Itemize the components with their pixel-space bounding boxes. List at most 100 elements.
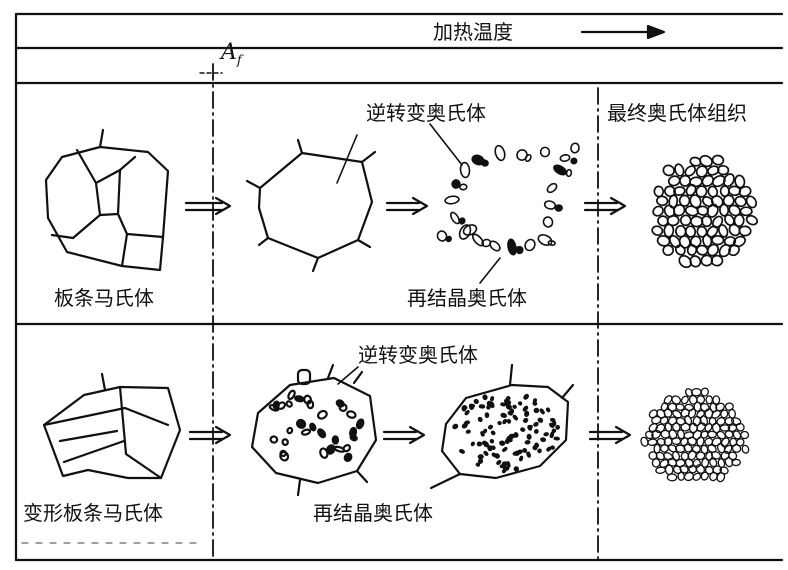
recrystallized-speck bbox=[538, 418, 543, 422]
recrystallized-speck bbox=[520, 456, 523, 460]
final-austenite-cell bbox=[739, 226, 751, 236]
reversed-austenite-dot bbox=[333, 436, 338, 443]
recrystallized-speck bbox=[535, 409, 539, 412]
recrystallized-speck bbox=[503, 420, 507, 424]
reversed-austenite-dot bbox=[317, 428, 327, 438]
final-austenite-cell bbox=[651, 225, 664, 237]
recrystallized-speck bbox=[465, 411, 469, 415]
reversed-austenite-dot bbox=[344, 453, 353, 462]
process-arrow-4 bbox=[190, 427, 230, 443]
column-divider-lines bbox=[213, 64, 598, 560]
fine-austenite-cell bbox=[660, 444, 669, 452]
final-austenite-cell bbox=[668, 175, 681, 187]
recrystallized-speck bbox=[540, 409, 544, 414]
af-symbol: A bbox=[221, 40, 237, 65]
recrystallized-speck bbox=[525, 412, 529, 417]
reversed-austenite-dot bbox=[317, 410, 328, 421]
recrystallized-speck bbox=[514, 467, 518, 471]
recrystallized-speck bbox=[497, 461, 501, 465]
recrystallized-speck bbox=[523, 406, 528, 411]
recrystallized-speck bbox=[508, 412, 512, 415]
austenite-grain bbox=[555, 205, 562, 212]
recrystallized-speck bbox=[470, 405, 474, 407]
process-arrow-2 bbox=[387, 198, 427, 214]
austenite-grain bbox=[516, 246, 523, 254]
austenite-grain bbox=[571, 158, 577, 164]
recryst-label-leader-1 bbox=[480, 258, 500, 283]
fine-austenite-cell bbox=[652, 459, 660, 468]
recrystallized-speck bbox=[508, 420, 511, 423]
reversed-austenite-grain bbox=[247, 135, 375, 271]
austenite-grain bbox=[523, 238, 536, 252]
recrystallized-speck bbox=[495, 454, 500, 459]
recrystallized-speck bbox=[460, 450, 464, 454]
recrystallized-speck bbox=[524, 418, 528, 422]
fine-austenite-cell bbox=[706, 396, 713, 404]
reversed-austenite-dot bbox=[282, 439, 288, 446]
recrystallized-speck bbox=[521, 428, 525, 431]
fine-austenite-cell bbox=[672, 437, 681, 444]
recrystallized-speck bbox=[503, 448, 507, 452]
recrystallized-speck bbox=[503, 462, 508, 465]
recrystallized-speck bbox=[490, 402, 494, 407]
final-austenite-cell bbox=[740, 207, 751, 215]
recrystallized-speck bbox=[523, 449, 527, 453]
austenite-grain bbox=[507, 239, 517, 256]
austenite-grain bbox=[560, 154, 570, 162]
recrystallized-speck bbox=[524, 394, 529, 399]
recrystallized-speck bbox=[555, 437, 559, 439]
recrystallized-speck bbox=[479, 459, 483, 463]
reversed-austenite-dot bbox=[307, 400, 313, 408]
austenite-grain bbox=[458, 217, 466, 225]
recrystallized-speck bbox=[519, 402, 522, 405]
recrystallized-speck bbox=[491, 446, 495, 449]
reversed-austenite-label-1: 逆转变奥氏体 bbox=[366, 103, 486, 123]
recrystallized-speck bbox=[491, 397, 493, 401]
recrystallized-speck bbox=[544, 433, 548, 436]
final-austenite-cell bbox=[720, 204, 729, 216]
fine-austenite-cell bbox=[681, 423, 690, 431]
fine-austenite-cell bbox=[667, 474, 677, 481]
reversed-austenite-dot bbox=[346, 410, 356, 418]
final-austenite-cell bbox=[712, 236, 724, 245]
reversed-austenite-dot bbox=[280, 450, 286, 456]
deformed-martensite-label: 变形板条马氏体 bbox=[23, 503, 163, 523]
fine-austenite-cell bbox=[741, 445, 749, 454]
austenite-grain bbox=[445, 195, 460, 204]
recrystallized-speck bbox=[528, 435, 531, 439]
fine-austenite-cell bbox=[656, 467, 666, 474]
recrystallized-speck bbox=[484, 442, 488, 447]
austenite-grain bbox=[524, 154, 532, 162]
fine-austenite-cell bbox=[665, 465, 673, 474]
austenite-grain bbox=[566, 169, 572, 176]
recrystallized-speck bbox=[483, 395, 487, 399]
recrystallized-austenite-label-2: 再结晶奥氏体 bbox=[313, 503, 433, 523]
recrystallized-speck bbox=[541, 438, 545, 441]
final-austenite-cell bbox=[656, 196, 668, 206]
process-arrow-1 bbox=[186, 198, 230, 214]
fine-austenite-cell bbox=[708, 431, 717, 437]
reversed-austenite-dot bbox=[349, 427, 356, 437]
recrystallized-speck bbox=[462, 423, 467, 428]
reversed-austenite-dot bbox=[356, 419, 365, 430]
reversed-austenite-dot bbox=[325, 444, 336, 455]
recrystallized-speck bbox=[547, 408, 550, 412]
recrystallized-speck bbox=[547, 447, 551, 451]
recrystallized-speck bbox=[476, 463, 479, 466]
reversed-austenite-dot bbox=[287, 427, 293, 434]
recrystallized-speck bbox=[535, 430, 539, 434]
recrystallized-speck bbox=[467, 430, 470, 432]
recrystallized-speck bbox=[489, 425, 493, 429]
final-austenite-cell bbox=[681, 215, 691, 225]
recrystallized-speck bbox=[538, 449, 541, 452]
recrystallized-speck bbox=[484, 451, 488, 455]
recrystallized-grain-speckled bbox=[431, 365, 573, 488]
fine-austenite-cell bbox=[700, 471, 710, 481]
recrystallized-speck bbox=[501, 403, 505, 405]
recrystallized-speck bbox=[490, 440, 493, 443]
process-arrow-6 bbox=[590, 427, 630, 443]
reversed-austenite-label-2: 逆转变奥氏体 bbox=[358, 345, 478, 365]
austenite-grain bbox=[540, 147, 549, 157]
recrystallized-speck bbox=[505, 399, 509, 403]
